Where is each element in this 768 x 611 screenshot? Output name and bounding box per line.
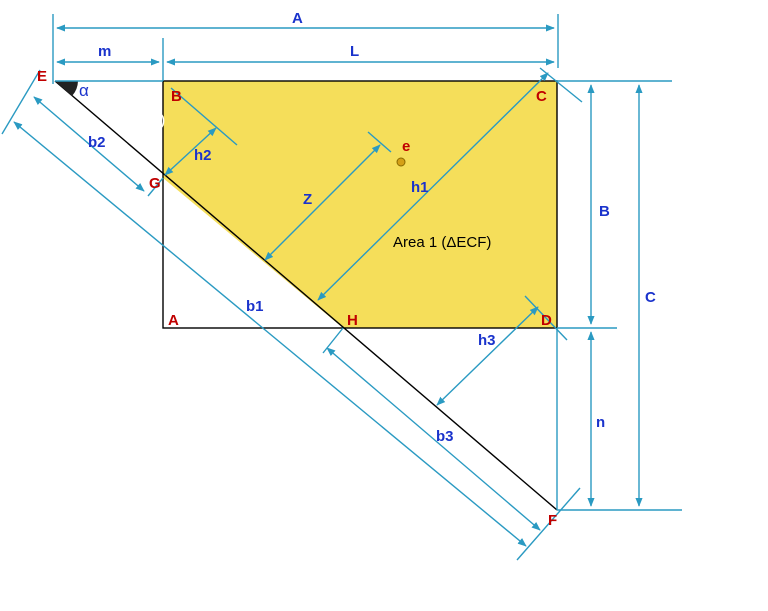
label-dim-b2: b2 — [88, 134, 106, 151]
dim-z-line — [264, 144, 381, 261]
label-dim-C: C — [645, 289, 656, 306]
label-point-H: H — [347, 312, 358, 329]
area-label: Area 1 (ΔECF) — [393, 234, 491, 251]
point-e-marker — [396, 157, 406, 167]
label-dim-n: n — [596, 414, 605, 431]
ext-d-perp — [524, 295, 568, 341]
label-point-B: B — [171, 88, 182, 105]
dim-b3-line — [326, 347, 541, 531]
stray-mark: ) — [160, 112, 165, 129]
label-dim-L: L — [350, 43, 359, 60]
label-dim-b1: b1 — [246, 298, 264, 315]
label-point-C: C — [536, 88, 547, 105]
ext-h-perp — [322, 327, 344, 354]
label-point-G: G — [149, 175, 161, 192]
label-angle-alpha: α — [79, 81, 89, 100]
label-point-A: A — [168, 312, 179, 329]
ext-e-perp — [1, 69, 41, 135]
dim-h1-line — [317, 72, 549, 301]
label-point-E: E — [37, 68, 47, 85]
label-dim-h1: h1 — [411, 179, 429, 196]
label-dim-h3: h3 — [478, 332, 496, 349]
label-dim-h2: h2 — [194, 147, 212, 164]
angle-alpha-marker — [55, 81, 78, 96]
label-dim-b3: b3 — [436, 428, 454, 445]
label-dim-A: A — [292, 10, 303, 27]
label-point-D: D — [541, 312, 552, 329]
dim-h3-line — [436, 306, 539, 406]
label-dim-m: m — [98, 43, 111, 60]
shaded-area — [163, 81, 557, 328]
label-dim-B: B — [599, 203, 610, 220]
label-point-F: F — [548, 512, 557, 529]
label-dim-Z: Z — [303, 191, 312, 208]
label-point-e: e — [402, 138, 410, 155]
ext-f-perp — [516, 487, 581, 561]
dim-h2-line — [164, 127, 217, 176]
